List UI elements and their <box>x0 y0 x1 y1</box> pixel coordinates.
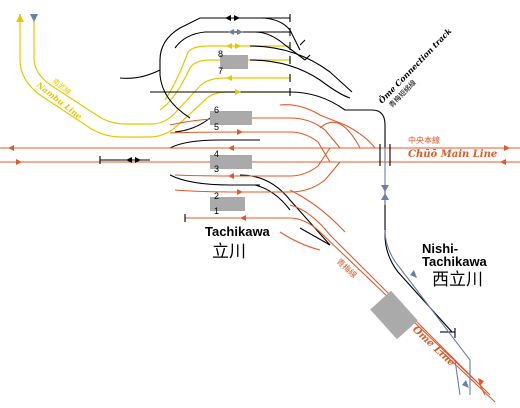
buffer-stops <box>99 14 456 338</box>
platform-number-8: 8 <box>218 49 223 59</box>
station-kanji-tachikawa: 立川 <box>212 242 246 262</box>
chuo-line-tracks <box>0 104 520 193</box>
platforms <box>210 55 418 340</box>
station-kanji-nishi-tachikawa: 西立川 <box>432 270 483 290</box>
station-name-tachikawa: Tachikawa <box>205 224 271 239</box>
platform-5-6 <box>210 111 252 125</box>
platform-number-6: 6 <box>214 105 219 115</box>
platform-number-1: 1 <box>214 206 219 216</box>
platform-1-2 <box>210 197 245 211</box>
ome-connection-name: Ōme Connection track <box>376 26 454 106</box>
platform-numbers: 8 7 6 5 4 3 2 1 <box>214 49 223 216</box>
black-tracks <box>100 17 455 333</box>
station-name-nishi-tachikawa-1: Nishi- <box>422 241 458 256</box>
nambu-line-tracks <box>19 14 290 138</box>
platform-number-5: 5 <box>214 122 219 132</box>
direction-arrows <box>8 14 510 388</box>
platform-number-2: 2 <box>214 191 219 201</box>
platform-3-4 <box>210 155 252 169</box>
platform-7-8 <box>220 55 248 69</box>
chuo-line-name: Chūō Main Line <box>408 149 497 160</box>
platform-number-7: 7 <box>218 66 223 76</box>
platform-nishi-tachikawa <box>370 290 418 340</box>
platform-number-4: 4 <box>214 149 219 159</box>
chuo-line-kanji: 中央本線 <box>408 135 440 145</box>
ome-line-tracks <box>185 189 496 403</box>
platform-number-3: 3 <box>214 164 219 174</box>
station-name-nishi-tachikawa-2: Tachikawa <box>422 254 488 269</box>
